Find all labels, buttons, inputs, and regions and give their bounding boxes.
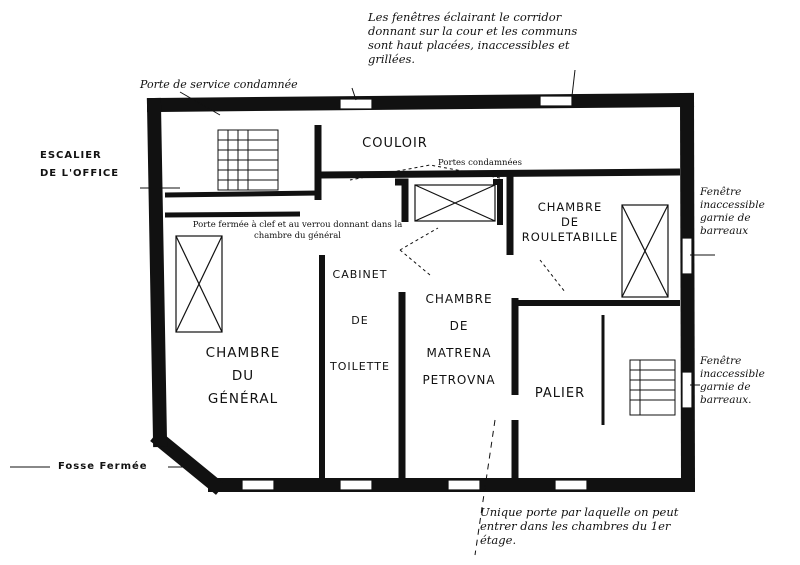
room-matrena: CHAMBRE DE MATRENA PETROVNA (422, 292, 496, 387)
room-couloir: COULOIR (362, 136, 428, 151)
cabinets (175, 184, 669, 333)
interior-walls (164, 125, 681, 478)
room-general: CHAMBRE DU GÉNÉRAL (205, 345, 281, 407)
palier-stairs (629, 359, 676, 416)
note-windows-top: Les fenêtres éclairant le corridor donna… (368, 10, 578, 66)
label-fosse: Fosse Fermée (58, 461, 148, 472)
room-rouletabille: CHAMBRE DE ROULETABILLE (521, 200, 619, 244)
right-windows (681, 237, 693, 409)
room-cabinet-toilette: CABINET DE TOILETTE (330, 268, 390, 373)
office-stairs (217, 129, 279, 191)
note-fenetre-right-bottom: Fenêtre inaccessible garnie de barreaux. (700, 355, 765, 406)
note-unique-porte: Unique porte par laquelle on peut entrer… (480, 505, 679, 547)
note-service-door: Porte de service condamnée (140, 78, 298, 91)
room-palier: PALIER (534, 386, 586, 401)
leader-lines (10, 69, 715, 556)
note-portes-condamnees: Portes condamnées (438, 158, 522, 168)
label-escalier-office: ESCALIER DE L'OFFICE (40, 150, 120, 179)
bottom-windows (241, 479, 588, 491)
note-fenetre-right-top: Fenêtre inaccessible garnie de barreaux (700, 186, 765, 237)
note-porte-fermee: Porte fermée à clef et au verrou donnant… (192, 220, 403, 241)
